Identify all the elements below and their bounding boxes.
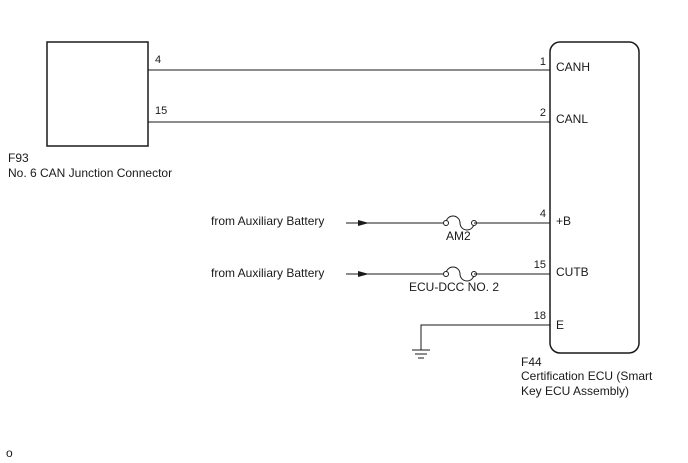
- ecu-pin-label-canl: CANL: [556, 112, 589, 126]
- ecu-dcc-fuse-end-left: [443, 271, 449, 277]
- source-label-cutb: from Auxiliary Battery: [211, 266, 325, 280]
- junction-pin-4: 4: [155, 54, 162, 66]
- ecu-code: F44: [521, 355, 542, 369]
- cutb-arrow: [358, 271, 369, 277]
- ground-wire: [420, 324, 550, 350]
- junction-connector-box: [46, 41, 149, 147]
- junction-pin-15: 15: [155, 105, 168, 117]
- junction-connector-code: F93: [8, 151, 29, 165]
- ecu-box: [549, 41, 640, 354]
- ecu-pin-label-cutb: CUTB: [556, 265, 589, 279]
- ecu-pin-label-e: E: [556, 318, 565, 332]
- b-plus-arrow: [358, 220, 369, 226]
- fuse-label-ecu-dcc: ECU-DCC NO. 2: [409, 280, 500, 294]
- ecu-pin-number-canl: 2: [539, 107, 546, 119]
- fuse-label-am2: AM2: [446, 229, 471, 243]
- ecu-pin-number-b-plus: 4: [539, 208, 546, 220]
- am2-fuse-end-left: [443, 220, 449, 226]
- ecu-pin-label-b-plus: +B: [556, 214, 572, 228]
- ecu-name-line-1: Certification ECU (Smart: [521, 369, 653, 383]
- am2-fuse-symbol: [445, 215, 475, 231]
- ecu-pin-label-canh: CANH: [556, 60, 591, 74]
- ecu-dcc-fuse-symbol: [445, 266, 475, 282]
- ecu-pin-number-e: 18: [533, 310, 546, 322]
- ecu-pin-number-canh: 1: [539, 56, 546, 68]
- footer-mark: o: [6, 446, 13, 460]
- junction-connector-name: No. 6 CAN Junction Connector: [8, 166, 173, 180]
- ecu-name-line-2: Key ECU Assembly): [521, 384, 630, 398]
- source-label-b-plus: from Auxiliary Battery: [211, 214, 325, 228]
- ecu-pin-number-cutb: 15: [533, 259, 546, 271]
